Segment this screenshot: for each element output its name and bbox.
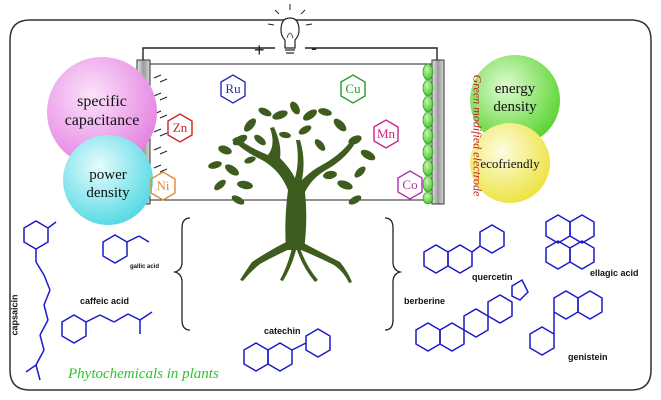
circuit-wire xyxy=(142,47,275,64)
quercetin-label: quercetin xyxy=(472,272,513,282)
hexagon-cu xyxy=(340,74,366,104)
genistein-label: genistein xyxy=(568,352,608,362)
hexagon-zn xyxy=(167,113,193,143)
hexagon-ni xyxy=(150,171,176,201)
footer-caption: Phytochemicals in plants xyxy=(68,366,219,382)
caffeic-acid-label: caffeic acid xyxy=(80,296,130,306)
catechin-label: catechin xyxy=(264,326,301,336)
lightbulb-icon xyxy=(267,4,313,54)
right-brace xyxy=(384,217,403,331)
gallic-acid-structure xyxy=(102,234,150,264)
power-density-text: power density xyxy=(86,167,130,201)
capsaicin-label: capsaicin xyxy=(9,294,20,336)
minus-sign: - xyxy=(311,38,317,58)
left-brace xyxy=(172,217,191,331)
green-leaf-coating xyxy=(422,63,434,205)
capsaicin-structure xyxy=(23,220,57,381)
ellagic-acid-label: ellagic acid xyxy=(590,268,639,278)
hexagon-ru xyxy=(220,74,246,104)
hexagon-co xyxy=(397,170,423,200)
gallic-acid-label: gallic acid xyxy=(130,264,160,270)
metal-zn: Zn xyxy=(172,120,188,135)
right-electrode xyxy=(431,59,445,205)
metal-cu: Cu xyxy=(345,81,361,96)
power-density-circle xyxy=(63,135,153,225)
quercetin-structure xyxy=(423,224,505,274)
berberine-structure xyxy=(415,278,529,352)
metal-ru: Ru xyxy=(225,81,241,96)
ellagic-acid-structure xyxy=(545,214,595,270)
ecofriendly-text: ecofriendly xyxy=(480,156,540,171)
metal-co: Co xyxy=(402,177,418,192)
tree-illustration xyxy=(208,101,376,283)
catechin-structure xyxy=(243,328,331,372)
specific-capacitance-circle xyxy=(47,57,157,167)
metal-ni: Ni xyxy=(156,178,170,193)
specific-capacitance-text: specific capacitance xyxy=(64,93,140,129)
genistein-structure xyxy=(529,290,603,356)
hexagon-mn xyxy=(373,119,399,149)
metal-mn: Mn xyxy=(376,126,396,141)
berberine-label: berberine xyxy=(404,296,446,306)
plus-sign: + xyxy=(254,40,265,60)
ecofriendly-circle xyxy=(470,123,550,203)
outer-frame xyxy=(9,19,652,391)
caffeic-acid-structure xyxy=(61,311,153,344)
energy-density-text: energy density xyxy=(493,81,537,115)
energy-density-circle xyxy=(470,55,560,145)
circuit-wire xyxy=(305,47,438,64)
